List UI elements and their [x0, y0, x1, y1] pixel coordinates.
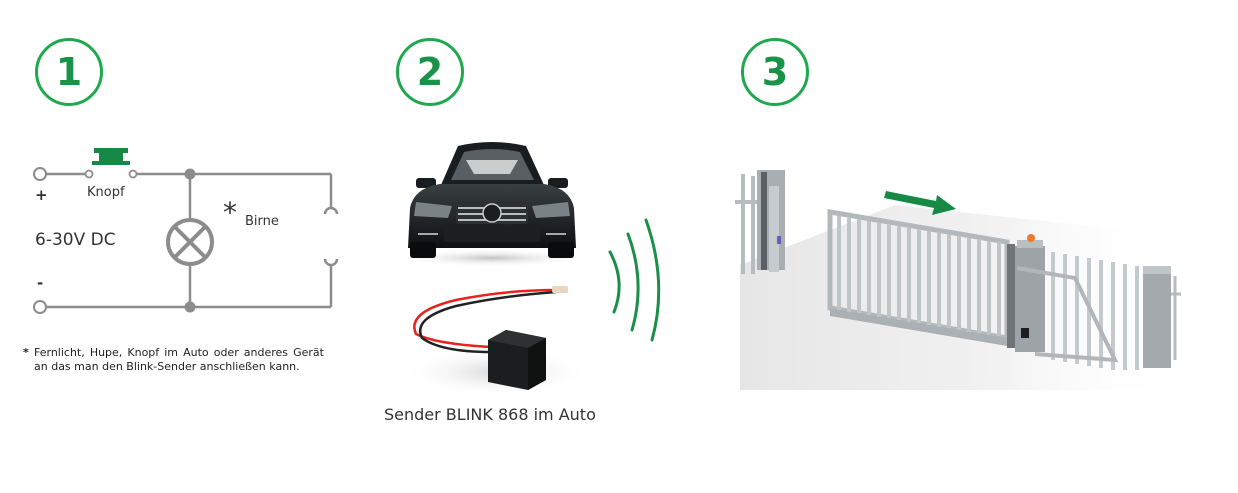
voltage-label: 6-30V DC [35, 230, 116, 250]
step-3-number: 3 [761, 50, 789, 94]
plus-label: + [35, 186, 48, 204]
transmitter-image [401, 286, 591, 397]
footnote-star: * [23, 346, 29, 359]
minus-terminal-icon [33, 300, 47, 314]
warning-lamp-icon [1027, 234, 1035, 242]
sliding-gate-image [735, 170, 1181, 390]
plus-terminal-icon [33, 167, 47, 181]
device-caption: Sender BLINK 868 im Auto [384, 405, 596, 424]
direction-arrow-icon [884, 191, 956, 215]
car-image [397, 142, 587, 267]
signal-waves-icon [608, 218, 661, 342]
footnote: * Fernlicht, Hupe, Knopf im Auto oder an… [23, 346, 324, 374]
minus-label: - [37, 274, 44, 292]
step-3-badge: 3 [741, 38, 809, 106]
lamp-icon [166, 218, 214, 266]
circuit-diagram [33, 148, 339, 314]
push-button-icon [92, 148, 130, 165]
step-1-badge: 1 [35, 38, 103, 106]
bulb-star: * [223, 196, 237, 229]
button-label: Knopf [87, 185, 125, 200]
step-1-number: 1 [55, 50, 83, 94]
step-2-number: 2 [416, 50, 444, 94]
step-2-badge: 2 [396, 38, 464, 106]
footnote-text: Fernlicht, Hupe, Knopf im Auto oder ande… [34, 346, 324, 373]
bulb-label: Birne [245, 214, 279, 229]
